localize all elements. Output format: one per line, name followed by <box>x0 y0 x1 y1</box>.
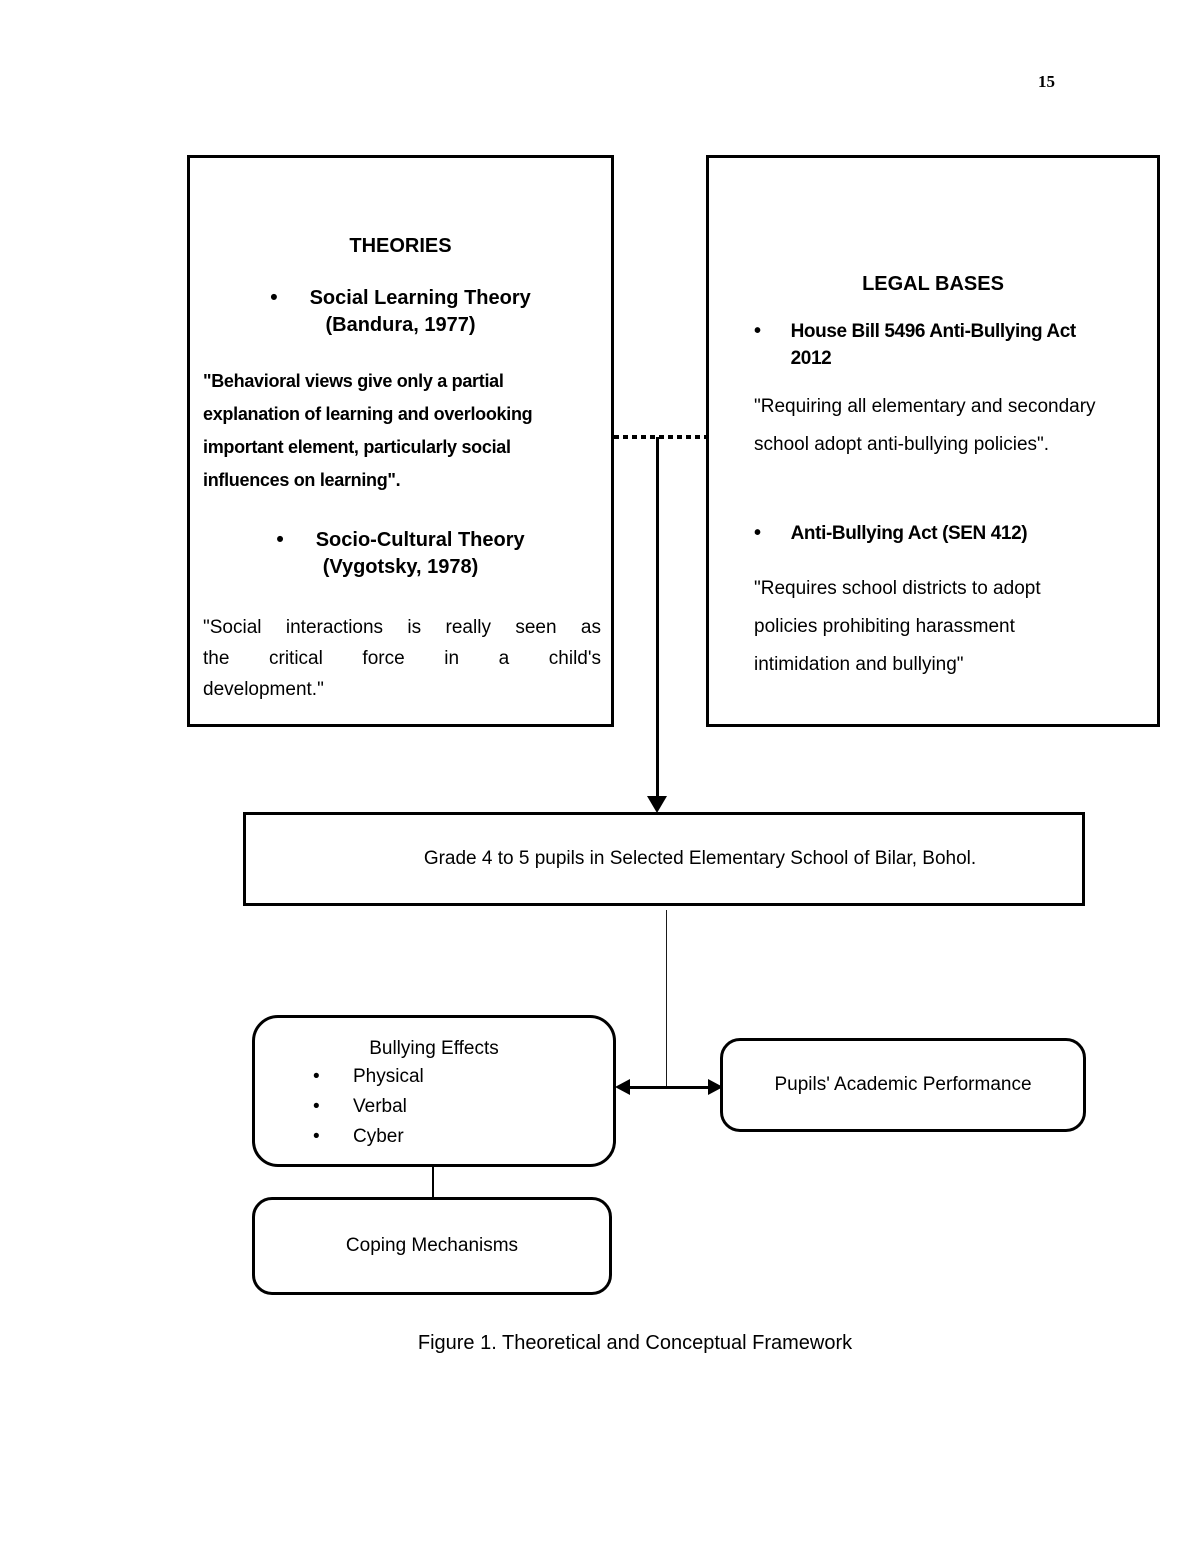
legal-title-line: Anti-Bullying Act (SEN 412) <box>790 523 1028 544</box>
theories-box: THEORIES • Social Learning Theory (Bandu… <box>187 155 614 727</box>
quote-line: "Requiring all elementary and secondary <box>754 396 1096 417</box>
coping-connector-line <box>432 1167 434 1197</box>
arrow-left-icon <box>615 1079 630 1095</box>
bullying-effects-box: Bullying Effects • Physical • Verbal • C… <box>252 1015 616 1167</box>
bullet-icon: • <box>313 1066 320 1087</box>
bullet-icon: • <box>754 320 761 342</box>
vertical-connector-line <box>656 437 659 797</box>
bullet-icon: • <box>754 522 761 544</box>
legal-bases-box: LEGAL BASES • House Bill 5496 Anti-Bully… <box>706 155 1160 727</box>
theory-subtitle: (Vygotsky, 1978) <box>322 556 479 578</box>
theory-title: Social Learning Theory <box>309 287 531 309</box>
double-arrow-line <box>628 1086 710 1089</box>
theory-item-socio-cultural: • Socio-Cultural Theory <box>190 528 611 552</box>
legal-item-sen-412: • Anti-Bullying Act (SEN 412) <box>754 520 1028 547</box>
quote-line: "Social interactions is really seen as <box>203 617 601 638</box>
effect-label: Cyber <box>353 1126 404 1147</box>
quote-line: development." <box>203 679 324 700</box>
legal-item-house-bill: • House Bill 5496 Anti-Bullying Act 2012 <box>754 318 1076 372</box>
theory-item-social-learning: • Social Learning Theory <box>190 286 611 310</box>
theory-quote-bandura: "Behavioral views give only a partial ex… <box>203 365 533 497</box>
quote-line: school adopt anti-bullying policies". <box>754 434 1050 455</box>
academic-performance-text: Pupils' Academic Performance <box>774 1074 1032 1095</box>
figure-caption: Figure 1. Theoretical and Conceptual Fra… <box>417 1332 853 1354</box>
arrow-down-icon <box>647 796 667 813</box>
effect-label: Verbal <box>353 1096 407 1117</box>
list-item: • Cyber <box>313 1126 424 1156</box>
theory-quote-vygotsky: "Social interactions is really seen as t… <box>203 612 601 705</box>
legal-bases-title: LEGAL BASES <box>862 273 1004 295</box>
population-text: Grade 4 to 5 pupils in Selected Elementa… <box>423 848 977 869</box>
bullet-icon: • <box>313 1096 320 1117</box>
effect-label: Physical <box>353 1066 424 1087</box>
bullying-effects-list: • Physical • Verbal • Cyber <box>313 1066 424 1156</box>
legal-quote-sen-412: "Requires school districts to adopt poli… <box>754 570 1041 684</box>
list-item: • Physical <box>313 1066 424 1096</box>
quote-line: influences on learning". <box>203 470 401 490</box>
page-number: 15 <box>1038 72 1055 91</box>
population-box: Grade 4 to 5 pupils in Selected Elementa… <box>243 812 1085 906</box>
legal-quote-house-bill: "Requiring all elementary and secondary … <box>754 388 1096 464</box>
quote-line: the critical force in a child's <box>203 648 601 669</box>
quote-line: important element, particularly social <box>203 437 511 457</box>
legal-title-line: House Bill 5496 Anti-Bullying Act <box>790 321 1077 342</box>
arrow-right-icon <box>708 1079 723 1095</box>
thin-connector-line <box>666 910 667 1086</box>
legal-title-line: 2012 <box>790 348 832 369</box>
dotted-connector-line <box>614 435 706 439</box>
quote-line: policies prohibiting harassment <box>754 616 1015 637</box>
bullet-icon: • <box>270 286 278 309</box>
coping-mechanisms-box: Coping Mechanisms <box>252 1197 612 1295</box>
quote-line: "Behavioral views give only a partial <box>203 371 504 391</box>
quote-line: explanation of learning and overlooking <box>203 404 533 424</box>
bullying-effects-title: Bullying Effects <box>369 1038 499 1059</box>
bullet-icon: • <box>313 1126 320 1147</box>
list-item: • Verbal <box>313 1096 424 1126</box>
quote-line: "Requires school districts to adopt <box>754 578 1041 599</box>
theory-title: Socio-Cultural Theory <box>315 529 525 551</box>
coping-mechanisms-text: Coping Mechanisms <box>345 1235 519 1256</box>
theories-title: THEORIES <box>349 235 452 257</box>
bullet-icon: • <box>276 528 284 551</box>
quote-line: intimidation and bullying" <box>754 654 964 675</box>
academic-performance-box: Pupils' Academic Performance <box>720 1038 1086 1132</box>
theory-subtitle: (Bandura, 1977) <box>325 314 476 336</box>
